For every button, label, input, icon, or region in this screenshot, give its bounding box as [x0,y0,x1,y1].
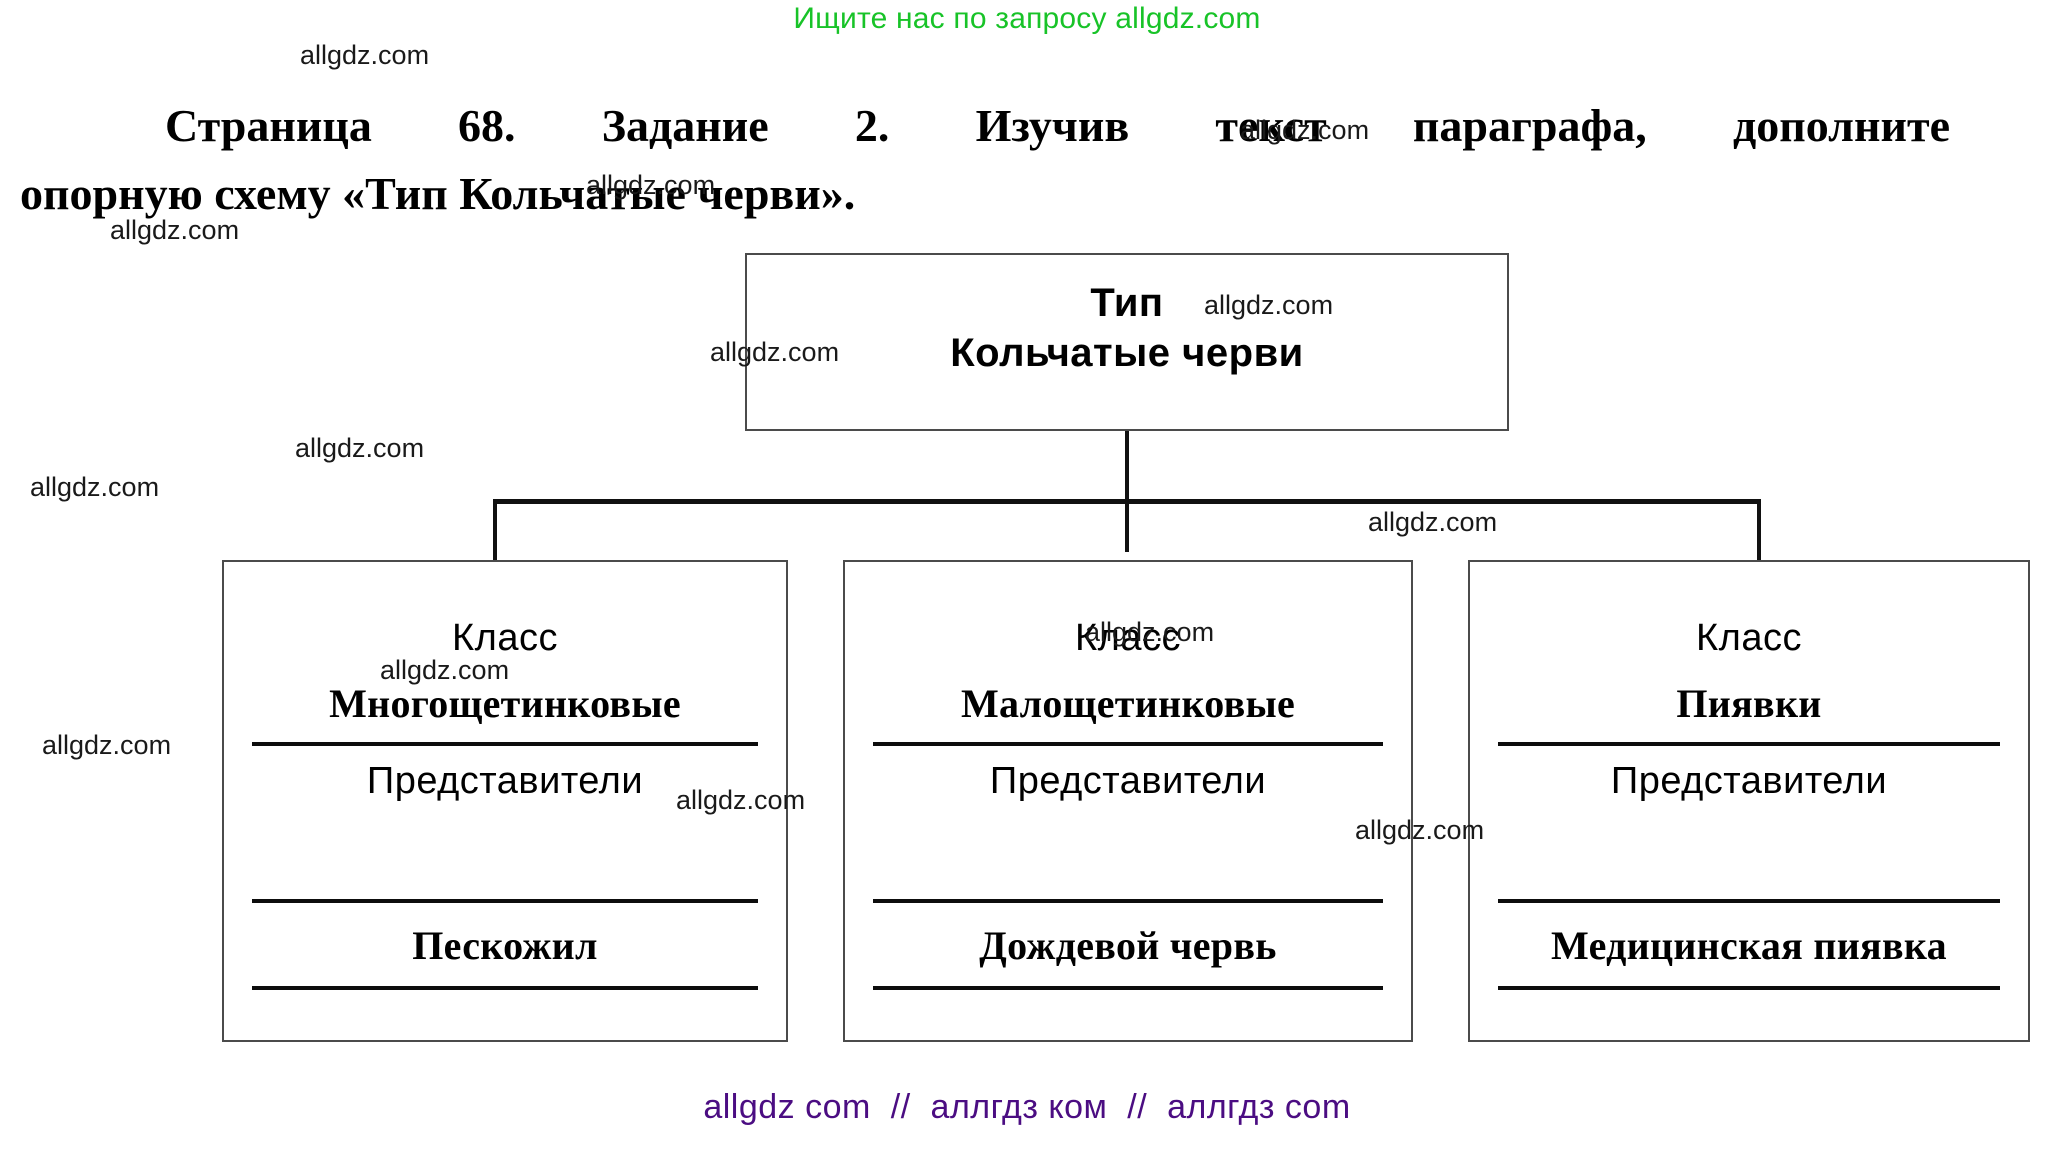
class-label-1: Класс [452,617,558,659]
class-answer-3: Пиявки [1676,681,1822,726]
watermark-text: allgdz.com [300,40,430,70]
page-title-line-1: Страница 68. Задание 2. Изучив текст пар… [165,100,1950,151]
repr-label-3: Представители [1610,760,1888,802]
diagram-class-box-3-content: Класс Пиявки Представители Медицинская п… [1470,562,2028,1040]
repr-answer-2: Дождевой червь [979,923,1277,968]
answer-rule-2a [873,742,1383,746]
diagram-root-box: Тип Кольчатые черви [745,253,1509,431]
diagram-class-box-2: Класс Малощетинковые Представители Дожде… [843,560,1413,1042]
diagram-root-text: Тип Кольчатые черви [747,278,1507,378]
watermark-text: allgdz.com [30,472,160,502]
answer-rule-3c [1498,986,2000,990]
class-answer-1: Многощетинковые [329,681,681,726]
diagram-root-line-2: Кольчатые черви [950,331,1304,375]
diagram-class-box-1-content: Класс Многощетинковые Представители Песк… [224,562,786,1040]
repr-label-2: Представители [989,760,1267,802]
watermark-text: allgdz.com [42,730,172,760]
answer-rule-2c [873,986,1383,990]
watermark-text: allgdz.com [1368,507,1498,537]
answer-rule-1c [252,986,758,990]
repr-label-1: Представители [366,760,644,802]
promo-banner: Ищите нас по запросу allgdz.com [793,2,1261,35]
page-title: Страница 68. Задание 2. Изучив текст пар… [20,95,1980,224]
repr-answer-3: Медицинская пиявка [1551,923,1947,968]
page-title-line-2: опорную схему «Тип Кольчатые черви». [20,167,856,219]
answer-rule-2b [873,899,1383,903]
class-label-3: Класс [1696,617,1802,659]
repr-answer-1: Пескожил [412,923,598,968]
answer-rule-3a [1498,742,2000,746]
class-label-2: Класс [1075,617,1181,659]
answer-rule-1a [252,742,758,746]
diagram-class-box-1: Класс Многощетинковые Представители Песк… [222,560,788,1042]
diagram-class-box-2-content: Класс Малощетинковые Представители Дожде… [845,562,1411,1040]
connector-drop-right [1757,499,1761,561]
diagram-root-line-1: Тип [1090,281,1164,325]
connector-drop-left [493,499,497,561]
diagram-class-box-3: Класс Пиявки Представители Медицинская п… [1468,560,2030,1042]
footer-watermark: allgdz com // аллгдз ком // аллгдз com [703,1088,1351,1126]
answer-rule-3b [1498,899,2000,903]
connector-stem [1125,431,1129,552]
watermark-text: allgdz.com [295,433,425,463]
class-answer-2: Малощетинковые [960,681,1296,726]
connector-horizontal [493,499,1761,504]
answer-rule-1b [252,899,758,903]
